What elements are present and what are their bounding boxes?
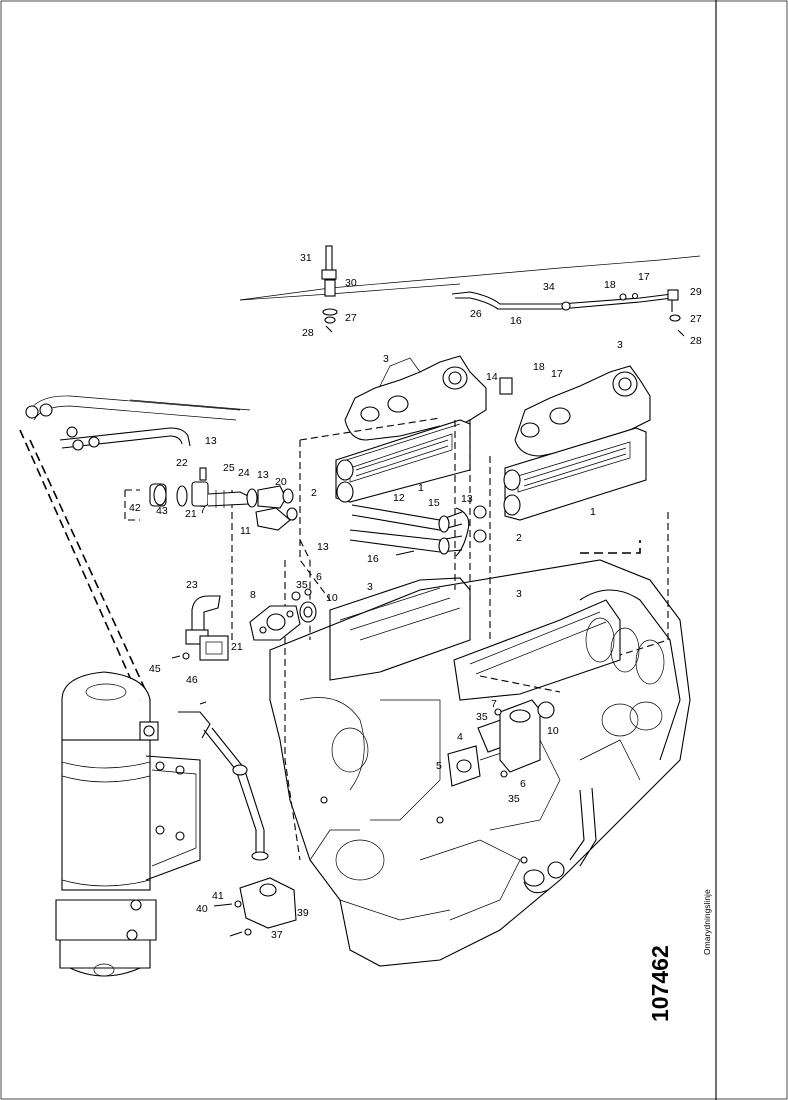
callout-16: 16 — [367, 553, 379, 565]
callout-29: 29 — [690, 286, 702, 298]
callout-30: 30 — [345, 277, 357, 289]
rail-pipe-top — [239, 255, 701, 312]
cylinder-head-left — [344, 355, 487, 441]
callout-46: 46 — [186, 674, 198, 686]
exhaust-pipe-right — [523, 787, 597, 894]
callout-28: 28 — [690, 335, 702, 347]
callout-6: 6 — [316, 571, 322, 583]
callout-23: 23 — [186, 579, 198, 591]
callout-25: 25 — [223, 462, 235, 474]
callout-21: 21 — [231, 641, 243, 653]
callout-35: 35 — [476, 711, 488, 723]
banjo-bolt-assembly — [321, 245, 338, 333]
callout-13: 13 — [461, 493, 473, 505]
callout-6: 6 — [520, 778, 526, 790]
callout-24: 24 — [238, 467, 250, 479]
callout-7: 7 — [491, 698, 497, 710]
callout-21: 21 — [185, 508, 197, 520]
callout-1: 1 — [590, 506, 596, 518]
oil-cooler — [55, 671, 201, 977]
callout-39: 39 — [297, 907, 309, 919]
callout-17: 17 — [638, 271, 650, 283]
callout-22: 22 — [176, 457, 188, 469]
callout-10: 10 — [326, 592, 338, 604]
figure-number: 107462 — [647, 945, 673, 1022]
callout-27: 27 — [345, 312, 357, 324]
callout-3: 3 — [516, 588, 522, 600]
callout-5: 5 — [436, 760, 442, 772]
callout-31: 31 — [300, 252, 312, 264]
callout-16: 16 — [510, 315, 522, 327]
right-fitting-assembly — [669, 314, 685, 337]
callout-34: 34 — [543, 281, 555, 293]
callout-18: 18 — [533, 361, 545, 373]
callout-42: 42 — [129, 502, 141, 514]
callout-2: 2 — [516, 532, 522, 544]
callout-13: 13 — [257, 469, 269, 481]
cylinder-head-right — [499, 365, 651, 457]
callout-7: 7 — [200, 504, 206, 516]
side-note: Omarydningslinje — [702, 889, 712, 955]
callout-28: 28 — [302, 327, 314, 339]
callout-3: 3 — [383, 353, 389, 365]
callout-11: 11 — [240, 525, 251, 537]
callout-20: 20 — [275, 476, 287, 488]
exhaust-manifold-right — [503, 427, 647, 521]
callout-41: 41 — [212, 890, 224, 902]
water-pipe-23 — [171, 595, 229, 661]
callout-10: 10 — [547, 725, 559, 737]
callout-40: 40 — [196, 903, 208, 915]
flange-8-10 — [249, 588, 317, 641]
callout-labels: 31 30 27 28 34 18 17 29 26 16 27 28 3 3 … — [129, 252, 702, 941]
callout-43: 43 — [156, 505, 168, 517]
callout-12: 12 — [393, 492, 405, 504]
callout-35: 35 — [508, 793, 520, 805]
callout-2: 2 — [311, 487, 317, 499]
callout-26: 26 — [470, 308, 482, 320]
callout-15: 15 — [428, 497, 440, 509]
callout-13: 13 — [317, 541, 329, 553]
thermostat-housing-group — [124, 467, 298, 531]
callout-4: 4 — [457, 731, 463, 743]
elbow-4-5 — [447, 699, 555, 787]
callout-3: 3 — [367, 581, 373, 593]
callout-14: 14 — [486, 371, 498, 383]
coolant-pipes — [349, 504, 487, 557]
callout-13: 13 — [205, 435, 217, 447]
callout-8: 8 — [250, 589, 256, 601]
exhaust-manifold-left — [335, 419, 471, 503]
engine-block — [269, 559, 691, 967]
callout-45: 45 — [149, 663, 161, 675]
oil-hose-39 — [178, 701, 297, 937]
callout-18: 18 — [604, 279, 616, 291]
callout-17: 17 — [551, 368, 563, 380]
oil-pipe-left — [19, 395, 241, 701]
callout-35: 35 — [296, 579, 308, 591]
callout-3: 3 — [617, 339, 623, 351]
callout-27: 27 — [690, 313, 702, 325]
callout-37: 37 — [271, 929, 283, 941]
callout-1: 1 — [418, 482, 424, 494]
